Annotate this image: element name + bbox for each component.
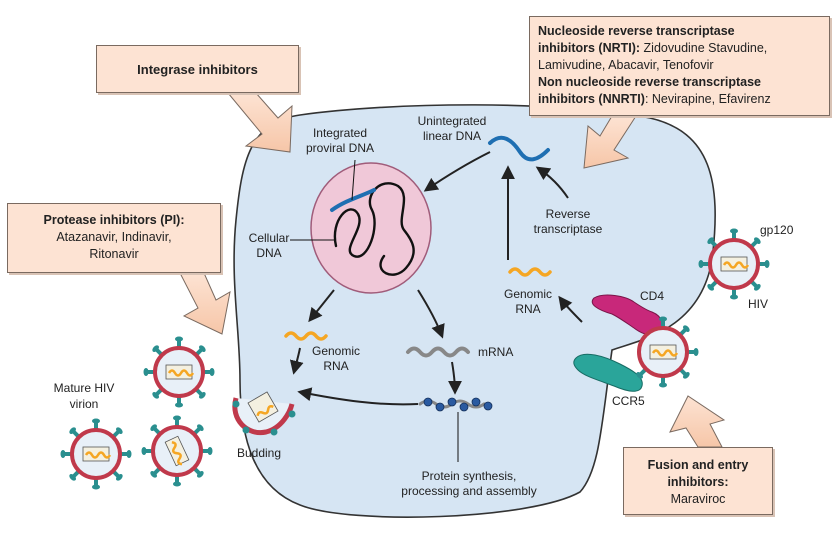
- protease-title: Protease inhibitors (PI):: [43, 213, 185, 227]
- label-budding: Budding: [237, 446, 281, 460]
- label-reverse-1: Reverse: [546, 207, 591, 221]
- label-hiv: HIV: [748, 297, 768, 311]
- arrow-linear-to-nucleus: [423, 151, 491, 192]
- arrow-mrna-to-polysome: [447, 361, 462, 395]
- arrow-entry-to-rna: [558, 295, 583, 323]
- fusion-big-arrow: [669, 395, 726, 448]
- nucleus: [310, 162, 432, 294]
- mature-virion-1: [143, 336, 215, 408]
- protease-inhibitors-box: Protease inhibitors (PI): Atazanavir, In…: [7, 203, 221, 273]
- integrase-title: Integrase inhibitors: [137, 61, 258, 77]
- label-protein-1: Protein synthesis,: [422, 469, 517, 483]
- protease-drugs-line2: Ritonavir: [89, 247, 139, 261]
- arrow-rt-to-linear: [535, 166, 569, 199]
- fusion-entry-inhibitors-box: Fusion and entry inhibitors: Maraviroc: [623, 447, 773, 515]
- arrow-polysome-to-budding: [297, 387, 419, 406]
- nnrti-drugs: : Nevirapine, Efavirenz: [644, 92, 771, 106]
- integrase-big-arrow: [226, 92, 293, 153]
- reverse-transcriptase-inhibitors-box: Nucleoside reverse transcriptase inhibit…: [529, 16, 830, 116]
- fusion-drug: Maraviroc: [670, 492, 726, 506]
- label-genomic-right-1: Genomic: [504, 287, 552, 301]
- label-genomic-left-1: Genomic: [312, 344, 360, 358]
- nnrti-title-2: inhibitors (NNRTI): [538, 92, 645, 106]
- arrow-nucleus-to-genomic: [308, 289, 335, 323]
- label-unintegrated-1: Unintegrated: [418, 114, 487, 128]
- integrase-inhibitors-box: Integrase inhibitors: [96, 45, 299, 93]
- label-mature-2: virion: [70, 397, 99, 411]
- arrow-nucleus-to-mrna: [417, 289, 445, 339]
- label-cellular-1: Cellular: [249, 231, 290, 245]
- label-reverse-2: transcriptase: [534, 222, 603, 236]
- genomic-rna-left: [284, 331, 328, 341]
- label-genomic-right-2: RNA: [515, 302, 540, 316]
- cellular-dna-strand: [333, 182, 415, 276]
- integrated-proviral-dna: [330, 188, 376, 212]
- mrna-strand: [406, 346, 470, 358]
- genomic-rna-right: [508, 267, 552, 277]
- label-cellular-2: DNA: [256, 246, 281, 260]
- mature-virion-3: [141, 415, 213, 487]
- budding-virion: [232, 391, 296, 436]
- ccr5-receptor: [573, 353, 643, 392]
- label-cd4: CD4: [640, 289, 664, 303]
- label-mrna: mRNA: [478, 345, 513, 359]
- pointer-integrated: [351, 159, 356, 201]
- label-genomic-left-2: RNA: [323, 359, 348, 373]
- protease-drugs-line1: Atazanavir, Indinavir,: [56, 230, 172, 244]
- nnrti-title-1: Non nucleoside reverse transcriptase: [538, 75, 762, 89]
- nrti-title-2: inhibitors (NRTI):: [538, 41, 641, 55]
- nrti-title-1: Nucleoside reverse transcriptase: [538, 24, 735, 38]
- label-integrated-1: Integrated: [313, 126, 367, 140]
- fusion-title-2: inhibitors:: [667, 475, 729, 489]
- arrow-genomic-to-budding: [289, 347, 304, 375]
- hiv-virion-entering: [636, 316, 699, 388]
- fusion-title-1: Fusion and entry: [647, 458, 749, 472]
- hiv-virion-free: [698, 228, 770, 300]
- unintegrated-linear-dna: [488, 135, 550, 162]
- ribosomes: [423, 397, 493, 412]
- label-protein-2: processing and assembly: [401, 484, 536, 498]
- label-mature-1: Mature HIV: [54, 381, 115, 395]
- label-unintegrated-2: linear DNA: [423, 129, 481, 143]
- protease-big-arrow: [179, 272, 231, 335]
- mature-virion-2: [60, 418, 132, 490]
- label-integrated-2: proviral DNA: [306, 141, 374, 155]
- label-ccr5: CCR5: [612, 394, 645, 408]
- nrti-drugs-1: Zidovudine Stavudine,: [640, 41, 768, 55]
- label-gp120: gp120: [760, 223, 794, 237]
- nrti-drugs-2: Lamivudine, Abacavir, Tenofovir: [538, 58, 714, 72]
- nrti-big-arrow: [583, 115, 637, 169]
